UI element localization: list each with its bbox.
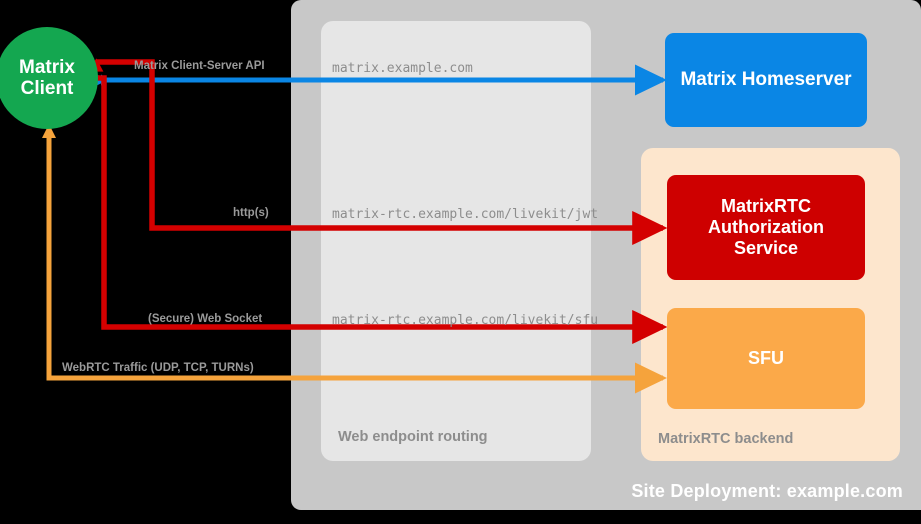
node-auth-line1: MatrixRTC	[720, 195, 811, 216]
site-deployment-label: Site Deployment: example.com	[631, 481, 903, 501]
edge-label-matrix-client-server-api: Matrix Client-Server API	[134, 60, 265, 72]
edge-label-secure-web-socket: (Secure) Web Socket	[148, 313, 263, 325]
edge-label-http-s: http(s)	[233, 207, 269, 219]
web-endpoint-routing-zone: Web endpoint routing	[321, 21, 591, 461]
endpoint-label-matrix-example-com: matrix.example.com	[332, 61, 473, 76]
node-sfu-label: SFU	[748, 347, 784, 368]
node-matrix-client-line2: Client	[20, 78, 74, 99]
endpoint-label-livekit-sfu: matrix-rtc.example.com/livekit/sfu	[332, 313, 599, 328]
node-auth-line2: Authorization	[708, 216, 824, 237]
edge-label-webrtc-traffic: WebRTC Traffic (UDP, TCP, TURNs)	[62, 362, 254, 374]
node-sfu[interactable]: SFU	[667, 308, 865, 409]
node-matrixrtc-authorization-service[interactable]: MatrixRTC Authorization Service	[667, 175, 865, 280]
node-matrix-homeserver[interactable]: Matrix Homeserver	[665, 33, 867, 127]
web-endpoint-routing-label: Web endpoint routing	[338, 429, 488, 445]
node-matrix-homeserver-label: Matrix Homeserver	[680, 68, 852, 90]
endpoint-label-livekit-jwt: matrix-rtc.example.com/livekit/jwt	[332, 207, 599, 222]
node-matrix-client-line1: Matrix	[19, 56, 75, 78]
node-auth-line3: Service	[733, 238, 799, 259]
matrixrtc-backend-label: MatrixRTC backend	[658, 431, 794, 447]
node-matrix-client[interactable]: Matrix Client	[0, 27, 98, 129]
